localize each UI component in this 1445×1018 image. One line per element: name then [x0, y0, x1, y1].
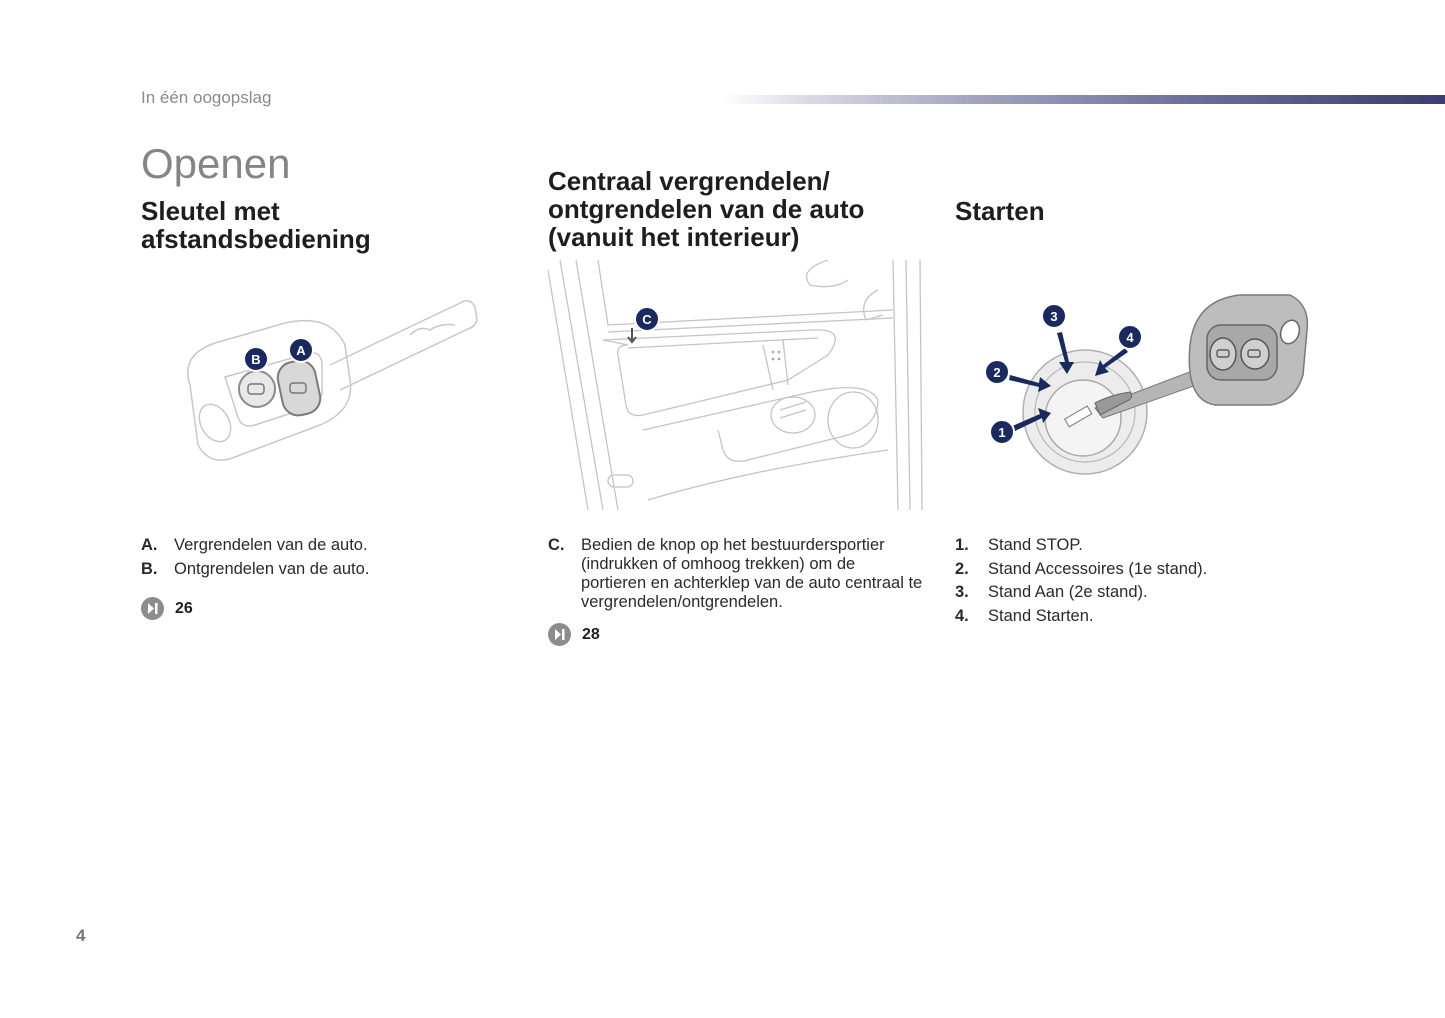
item-text: Stand Starten.	[988, 606, 1094, 625]
ignition-switch-illustration: 1 2 3 4	[985, 294, 1309, 475]
page-number: 4	[76, 926, 86, 945]
list-item: 1. Stand STOP.	[955, 534, 1315, 558]
page-reference[interactable]: 28	[548, 623, 600, 646]
callout-a-label: A	[296, 343, 306, 358]
callout-1-label: 1	[998, 425, 1005, 440]
button-a	[276, 359, 322, 417]
column-heading: Starten	[955, 197, 1045, 225]
lock-knob-arrow	[627, 328, 637, 344]
list-item: 4. Stand Starten.	[955, 605, 1315, 629]
list-item: B. Ontgrendelen van de auto.	[141, 558, 501, 582]
item-text: Bedien de knop op het bestuurdersportier…	[581, 536, 923, 611]
column-heading: Centraal vergrendelen/ ontgrendelen van …	[548, 167, 864, 251]
page-reference[interactable]: 26	[141, 597, 193, 620]
item-key: 1.	[955, 536, 969, 554]
heading-line: Sleutel met	[141, 196, 280, 226]
item-key: C.	[548, 536, 565, 554]
arrow-1	[1010, 408, 1051, 432]
callout-b-label: B	[251, 352, 260, 367]
page-link-icon	[548, 623, 571, 646]
item-key: B.	[141, 559, 158, 578]
callout-4-badge: 4	[1117, 324, 1143, 350]
heading-line: ontgrendelen van de auto	[548, 194, 865, 224]
callout-c-badge: C	[634, 306, 660, 332]
callout-1-badge: 1	[989, 419, 1015, 445]
arrow-3	[1057, 332, 1074, 374]
header-gradient-bar	[722, 95, 1445, 104]
arrow-4	[1095, 348, 1128, 376]
callout-a-badge: A	[288, 337, 314, 363]
callout-3-badge: 3	[1041, 303, 1067, 329]
item-text: Stand STOP.	[988, 536, 1083, 554]
list-item: C. Bedien de knop op het bestuurdersporti…	[548, 536, 923, 612]
item-key: 2.	[955, 559, 969, 578]
page-reference-number: 26	[175, 600, 193, 617]
remote-key-illustration: B A	[187, 300, 478, 461]
legend-list: 1. Stand STOP. 2. Stand Accessoires (1e st…	[955, 534, 1315, 628]
item-text: Stand Accessoires (1e stand).	[988, 559, 1208, 578]
legend-list: C. Bedien de knop op het bestuurdersporti…	[548, 536, 923, 612]
item-key: 4.	[955, 606, 969, 625]
door-panel-illustration: C	[548, 260, 923, 510]
column-heading: Sleutel met afstandsbediening	[141, 197, 371, 253]
item-text: Ontgrendelen van de auto.	[174, 559, 370, 578]
list-item: 2. Stand Accessoires (1e stand).	[955, 558, 1315, 582]
header-chapter-label: In één oogopslag	[141, 88, 272, 107]
callout-2-label: 2	[993, 365, 1000, 380]
button-b	[238, 370, 276, 408]
page-link-icon	[141, 597, 164, 620]
item-text: Stand Aan (2e stand).	[988, 583, 1148, 601]
callout-4-label: 4	[1126, 330, 1134, 345]
section-title: Openen	[141, 140, 291, 187]
arrow-2	[1009, 375, 1051, 392]
heading-line: Centraal vergrendelen/	[548, 166, 830, 196]
heading-line: (vanuit het interieur)	[548, 222, 800, 252]
heading-line: afstandsbediening	[141, 224, 371, 254]
callout-c-label: C	[642, 312, 652, 327]
callout-b-badge: B	[243, 346, 269, 372]
item-key: 3.	[955, 583, 969, 601]
item-key: A.	[141, 536, 158, 554]
list-item: 3. Stand Aan (2e stand).	[955, 581, 1315, 605]
heading-line: Starten	[955, 196, 1045, 226]
callout-3-label: 3	[1050, 309, 1057, 324]
list-item: A. Vergrendelen van de auto.	[141, 534, 501, 558]
item-text: Vergrendelen van de auto.	[174, 536, 368, 554]
page-reference-number: 28	[582, 626, 600, 643]
legend-list: A. Vergrendelen van de auto. B. Ontgrendel…	[141, 534, 501, 581]
callout-2-badge: 2	[985, 359, 1010, 385]
